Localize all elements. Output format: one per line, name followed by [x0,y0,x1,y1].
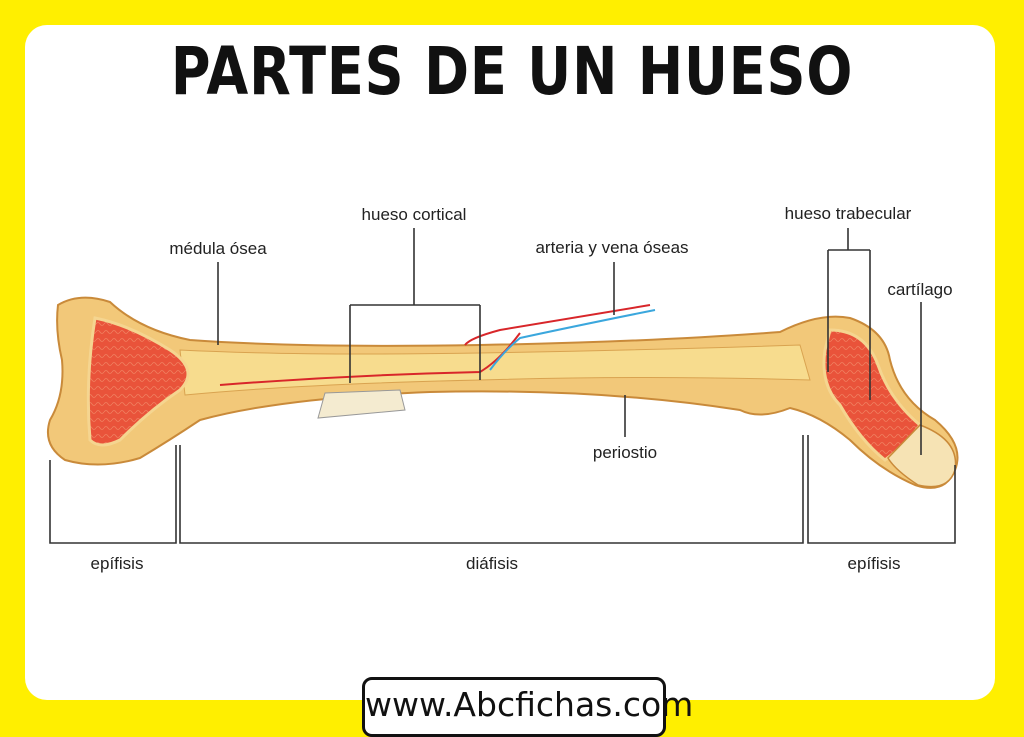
vein [489,309,656,371]
label-epifisis-right: epífisis [848,554,901,573]
label-arteria-vena: arteria y vena óseas [535,238,688,257]
marrow-cavity [179,344,811,396]
cartilage-cap [887,424,957,488]
bone-outer [46,296,959,489]
label-hueso-cortical: hueso cortical [362,205,467,224]
bone-illustration [46,296,959,489]
page-title: PARTES DE UN HUESO [170,33,854,110]
leader-lines [49,228,956,544]
label-cartilago: cartílago [887,280,952,299]
label-periostio: periostio [593,443,657,462]
website-link[interactable]: www.Abcfichas.com [362,677,693,737]
label-diafisis: diáfisis [466,554,518,573]
label-medula-osea: médula ósea [169,239,267,258]
label-hueso-trabecular: hueso trabecular [785,204,912,223]
spongy-bone-left [86,316,190,447]
periosteum-flap [317,389,406,419]
label-epifisis-left: epífisis [91,554,144,573]
